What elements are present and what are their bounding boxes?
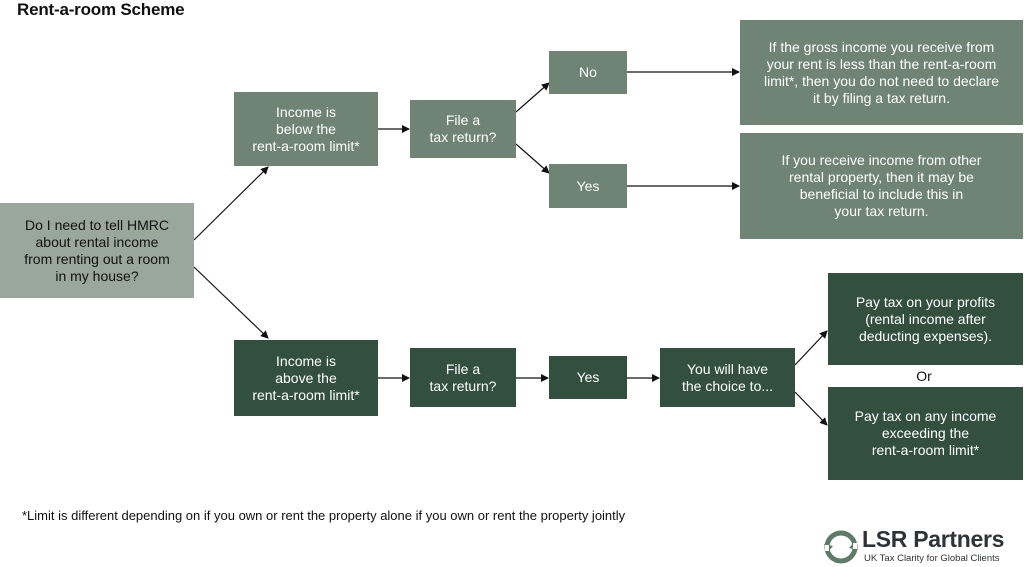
company-logo: LSR Partners UK Tax Clarity for Global C… [822, 526, 1017, 566]
yes-result-box: If you receive income from other rental … [740, 133, 1023, 239]
arrow-choice-to-exceeding [794, 391, 828, 426]
arrow-start-to-below [193, 166, 269, 241]
option-profits-box: Pay tax on your profits (rental income a… [828, 273, 1023, 365]
footnote: *Limit is different depending on if you … [22, 508, 626, 523]
page-title: Rent-a-room Scheme [17, 0, 185, 19]
choice-box: You will have the choice to... [660, 348, 795, 407]
company-tagline: UK Tax Clarity for Global Clients [864, 553, 1000, 564]
yes-bottom-box: Yes [549, 356, 627, 399]
arrow-file-to-yes [515, 143, 550, 174]
arrow-choice-to-profits [794, 330, 828, 366]
income-above-box: Income is above the rent-a-room limit* [234, 340, 378, 416]
start-question-box: Do I need to tell HMRC about rental inco… [0, 203, 194, 298]
company-name: LSR Partners [862, 526, 1005, 552]
file-return-top-box: File a tax return? [410, 100, 516, 158]
no-box: No [549, 51, 627, 94]
file-return-bottom-box: File a tax return? [410, 348, 516, 407]
option-exceeding-box: Pay tax on any income exceeding the rent… [828, 387, 1023, 480]
circular-arrows-logo-icon [824, 530, 858, 564]
arrow-start-to-above [193, 266, 269, 339]
no-result-box: If the gross income you receive from you… [740, 20, 1023, 125]
income-below-box: Income is below the rent-a-room limit* [234, 92, 378, 166]
arrow-file-to-no [515, 82, 550, 113]
or-label: Or [916, 368, 932, 384]
yes-top-box: Yes [549, 164, 627, 208]
